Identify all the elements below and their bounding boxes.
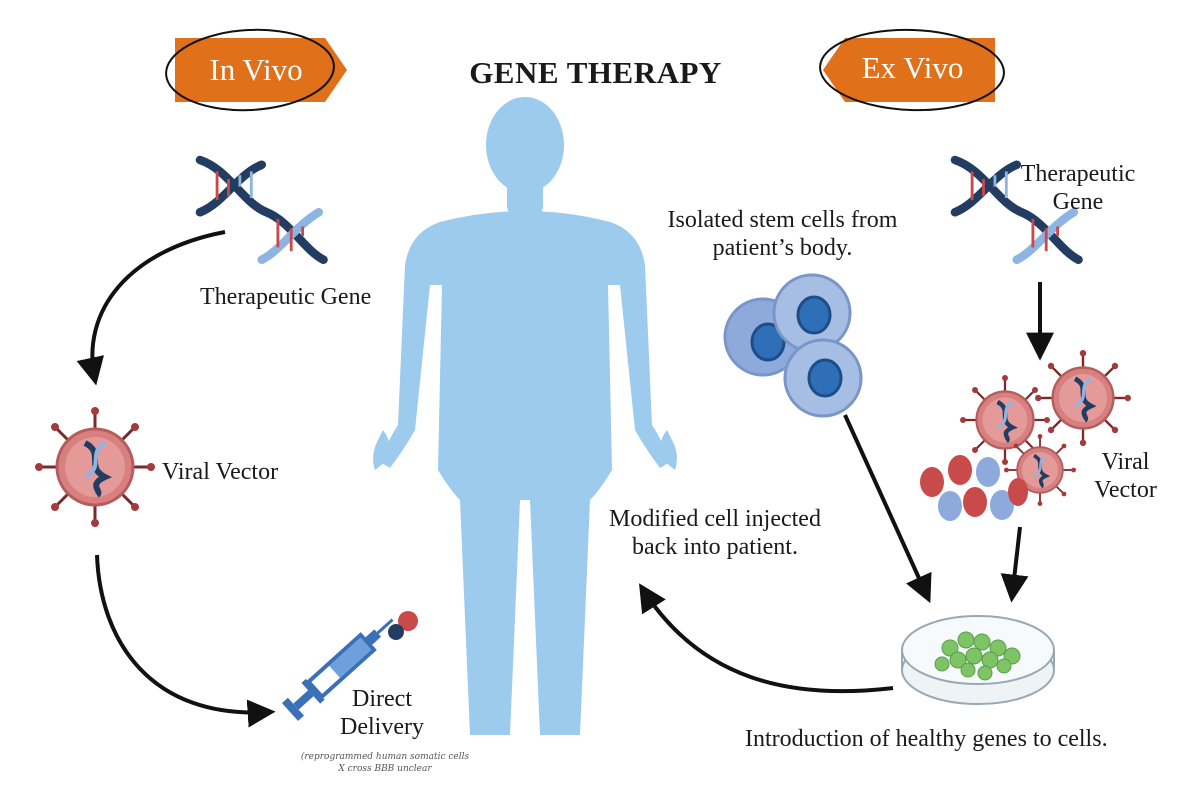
stem-cells-icon (723, 273, 863, 418)
therapeutic-gene-label: Therapeutic Gene (200, 284, 372, 310)
syringe-icon (281, 618, 394, 721)
ex-vivo-vector-line-1: Viral (1101, 449, 1150, 475)
arrow-vector-to-dish (1000, 526, 1029, 603)
arrow-dish-to-body (639, 583, 894, 694)
arrow-vector-to-delivery (95, 554, 276, 728)
in-vivo-label: In Vivo (209, 52, 303, 87)
ex-vivo-vector-line-2: Vector (1094, 477, 1157, 504)
viral-vector-icon (35, 407, 155, 527)
stem-cells-label: Isolated stem cells from patient’s body. (630, 206, 935, 263)
arrow-cells-to-dish (843, 414, 932, 604)
modified-cell-line-2: back into patient. (632, 534, 798, 561)
ex-vivo-gene-line-2: Gene (1052, 189, 1104, 216)
ex-vivo-label: Ex Vivo (861, 50, 964, 85)
syringe-drop-red (398, 611, 418, 631)
modified-cell-label: Modified cell injected back into patient… (580, 505, 850, 562)
handwritten-note: (reprogrammed human somatic cells X cros… (285, 752, 485, 775)
viral-vector-label: Viral Vector (162, 459, 279, 485)
introduction-label: Introduction of healthy genes to cells. (745, 726, 1108, 752)
in-vivo-tag (165, 28, 347, 112)
therapeutic-gene-dna-icon (200, 160, 324, 260)
handwritten-note-line-1: (reprogrammed human somatic cells (300, 752, 470, 762)
direct-delivery-label: Direct Delivery (332, 685, 432, 742)
ex-vivo-viral-vector-label: Viral Vector (1078, 448, 1173, 505)
direct-delivery-line-1: Direct (352, 686, 412, 712)
ex-vivo-gene-line-1: Therapeutic (1020, 161, 1136, 187)
ex-vivo-mixed-cells-icon (920, 455, 1028, 521)
diagram-title: GENE THERAPY (469, 55, 722, 90)
direct-delivery-line-2: Delivery (340, 714, 424, 741)
petri-dish-icon (901, 615, 1055, 705)
modified-cell-line-1: Modified cell injected (609, 506, 821, 532)
syringe-drop-navy (388, 624, 404, 640)
stem-cells-line-1: Isolated stem cells from (667, 207, 898, 233)
ex-vivo-tag (819, 28, 1005, 112)
human-body-silhouette (373, 97, 677, 735)
ex-vivo-therapeutic-gene-label: Therapeutic Gene (1003, 160, 1153, 217)
stem-cells-line-2: patient’s body. (712, 235, 853, 262)
handwritten-note-line-2: X cross BBB unclear (338, 763, 432, 774)
arrow-gene-to-vector (76, 230, 226, 386)
